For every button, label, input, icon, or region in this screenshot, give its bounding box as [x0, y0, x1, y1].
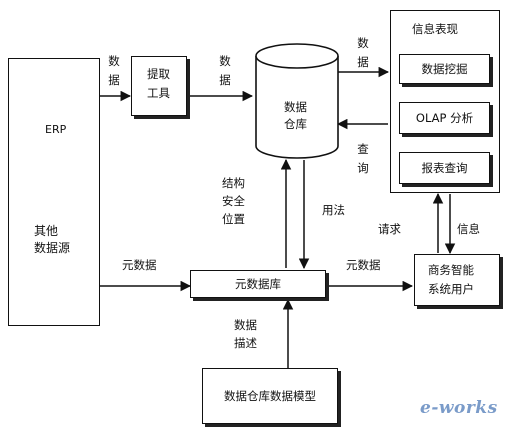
eworks-watermark-text: e-works — [420, 398, 498, 418]
edge-label-structure-line3: 位置 — [222, 212, 245, 226]
edge-label-metadata-right: 元数据 — [346, 258, 381, 272]
info-panel-title: 信息表现 — [412, 22, 458, 36]
metadata-store-box: 元数据库 — [190, 270, 326, 298]
report-query-label: 报表查询 — [421, 161, 468, 175]
edge-label-structure-line2: 安全 — [222, 194, 245, 208]
eworks-logo: e-works — [420, 398, 498, 418]
olap-label: OLAP 分析 — [415, 111, 474, 125]
extract-tool-label-line2: 工具 — [147, 86, 170, 100]
olap-box: OLAP 分析 — [399, 102, 490, 134]
edge-label-structure-line1: 结构 — [222, 176, 245, 190]
data-model-label: 数据仓库数据模型 — [224, 389, 316, 403]
edge-label-data-desc-line1: 数据 — [234, 318, 257, 332]
extract-tool-label-line1: 提取 — [147, 67, 170, 81]
edge-label-info: 信息 — [457, 222, 480, 236]
warehouse-cylinder — [255, 43, 339, 159]
edge-label-usage: 用法 — [322, 203, 345, 217]
data-sources-panel — [8, 58, 100, 326]
edge-label-extract-to-warehouse: 数据 — [219, 54, 231, 87]
edge-label-query: 查询 — [357, 142, 369, 175]
other-sources-label-line1: 其他 — [34, 224, 59, 238]
report-query-box: 报表查询 — [399, 152, 490, 184]
bi-user-box — [414, 254, 500, 306]
metadata-store-label: 元数据库 — [235, 277, 281, 291]
warehouse-label-line1: 数据 — [284, 100, 307, 114]
extract-tool-box — [131, 56, 187, 116]
edge-label-data-sources-to-extract: 数据 — [108, 54, 120, 87]
edge-label-request: 请求 — [378, 222, 401, 236]
warehouse-label-line2: 仓库 — [284, 117, 307, 131]
erp-label: ERP — [45, 123, 67, 136]
edge-label-warehouse-to-info: 数据 — [357, 36, 369, 69]
edge-label-data-desc-line2: 描述 — [234, 336, 257, 350]
edge-label-metadata-left: 元数据 — [122, 258, 157, 272]
bi-user-label-line2: 系统用户 — [428, 282, 474, 296]
data-mining-box: 数据挖掘 — [399, 54, 490, 84]
data-model-box: 数据仓库数据模型 — [202, 368, 338, 424]
data-mining-label: 数据挖掘 — [421, 62, 468, 76]
bi-user-label-line1: 商务智能 — [428, 263, 474, 277]
other-sources-label-line2: 数据源 — [34, 241, 71, 255]
